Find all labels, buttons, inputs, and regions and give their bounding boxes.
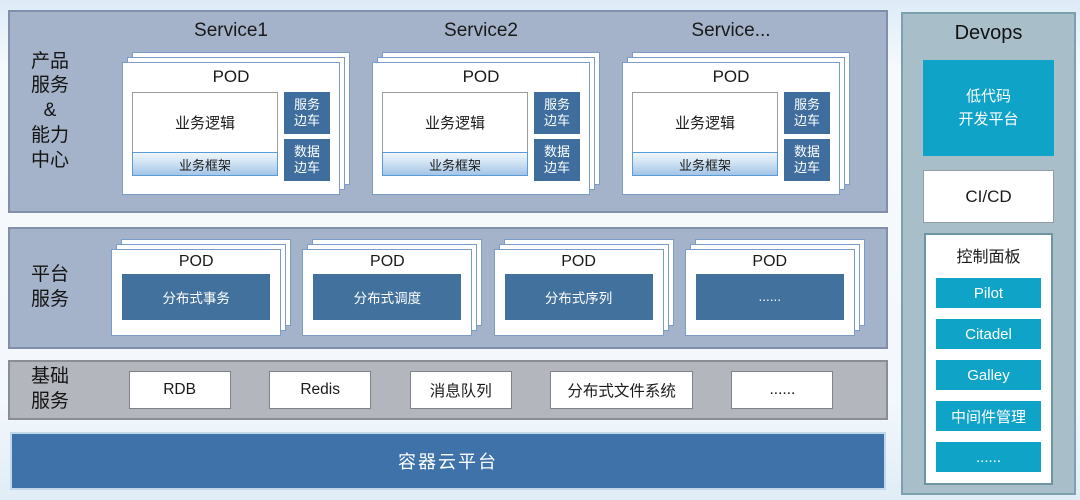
base-services-band: 基础 服务 RDB Redis 消息队列 分布式文件系统 ...... <box>8 360 888 420</box>
devops-title: Devops <box>954 22 1023 44</box>
pod-title: POD <box>712 67 750 86</box>
pod-title: POD <box>752 252 788 270</box>
more-services-bar: ...... <box>695 273 844 320</box>
logic-column: 业务逻辑 业务框架 <box>382 92 528 181</box>
distributed-filesystem-box: 分布式文件系统 <box>550 371 693 409</box>
control-panel-title: 控制面板 <box>956 249 1021 266</box>
service-cluster-1: Service1 POD 业务逻辑 业务框架 服务 边车 <box>122 20 350 195</box>
pod-body: 业务逻辑 业务框架 服务 边车 数据 边车 <box>373 92 589 181</box>
more-box: ...... <box>936 442 1041 472</box>
data-sidecar-box: 数据 边车 <box>284 139 330 181</box>
business-framework-bar: 业务框架 <box>132 152 278 176</box>
business-logic-box: 业务逻辑 <box>132 92 278 153</box>
business-framework-bar: 业务框架 <box>382 152 528 176</box>
lowcode-platform-box: 低代码 开发平台 <box>923 60 1054 156</box>
platform-pod-card: POD 分布式调度 <box>302 248 473 336</box>
business-logic-box: 业务逻辑 <box>632 92 778 153</box>
pod-title: POD <box>370 252 405 270</box>
citadel-box: Citadel <box>936 319 1041 349</box>
product-services-band: 产品 服务 & 能力 中心 Service1 POD 业务逻辑 业务框架 <box>8 10 888 213</box>
platform-services-band: 平台 服务 POD 分布式事务 POD 分布式调度 <box>8 227 888 349</box>
service-cluster-2: Service2 POD 业务逻辑 业务框架 服务 边车 <box>372 20 600 195</box>
base-services-label: 基础 服务 <box>30 366 69 412</box>
middleware-management-box: 中间件管理 <box>936 401 1041 431</box>
sidecar-column: 服务 边车 数据 边车 <box>284 92 330 181</box>
service-title: Service... <box>691 20 771 41</box>
service-sidecar-box: 服务 边车 <box>784 92 830 134</box>
data-sidecar-box: 数据 边车 <box>784 139 830 181</box>
logic-column: 业务逻辑 业务框架 <box>132 92 278 181</box>
service-title: Service2 <box>444 20 518 41</box>
pilot-box: Pilot <box>936 278 1041 308</box>
platform-services-label: 平台 服务 <box>30 264 69 310</box>
service-sidecar-box: 服务 边车 <box>284 92 330 134</box>
container-cloud-platform-bar: 容器云平台 <box>10 432 886 490</box>
rdb-box: RDB <box>128 371 231 409</box>
service-title: Service1 <box>194 20 268 41</box>
pod-card: POD 业务逻辑 业务框架 服务 边车 数据 边车 <box>622 62 840 195</box>
pod-card: POD 业务逻辑 业务框架 服务 边车 数据 边车 <box>372 62 590 195</box>
platform-pod-card: POD 分布式事务 <box>111 248 282 336</box>
pod-title: POD <box>178 252 214 270</box>
sidecar-column: 服务 边车 数据 边车 <box>784 92 830 181</box>
pod-title: POD <box>462 67 500 86</box>
platform-pod-group: POD 分布式事务 POD 分布式调度 POD 分布式序列 <box>90 229 886 347</box>
pod-stack: POD 业务逻辑 业务框架 服务 边车 数据 边车 <box>122 52 350 195</box>
redis-box: Redis <box>269 371 372 409</box>
cicd-box: CI/CD <box>923 170 1054 223</box>
distributed-transaction-bar: 分布式事务 <box>122 273 271 320</box>
business-logic-box: 业务逻辑 <box>382 92 528 153</box>
pod-card: POD 业务逻辑 业务框架 服务 边车 数据 边车 <box>122 62 340 195</box>
pod-title: POD <box>212 67 250 86</box>
control-panel: 控制面板 Pilot Citadel Galley 中间件管理 ...... <box>924 233 1053 485</box>
business-framework-bar: 业务框架 <box>632 152 778 176</box>
platform-pod-stack: POD 分布式序列 <box>493 238 674 336</box>
pod-stack: POD 业务逻辑 业务框架 服务 边车 数据 边车 <box>622 52 850 195</box>
platform-pod-stack: POD ...... <box>684 238 865 336</box>
pod-stack: POD 业务逻辑 业务框架 服务 边车 数据 边车 <box>372 52 600 195</box>
base-services-group: RDB Redis 消息队列 分布式文件系统 ...... <box>90 362 886 418</box>
platform-pod-card: POD 分布式序列 <box>493 248 664 336</box>
distributed-scheduling-bar: 分布式调度 <box>313 273 462 320</box>
product-services-label: 产品 服务 & 能力 中心 <box>30 50 69 171</box>
service-sidecar-box: 服务 边车 <box>534 92 580 134</box>
sidecar-column: 服务 边车 数据 边车 <box>534 92 580 181</box>
data-sidecar-box: 数据 边车 <box>534 139 580 181</box>
platform-pod-stack: POD 分布式事务 <box>111 238 292 336</box>
galley-box: Galley <box>936 360 1041 390</box>
devops-panel: Devops 低代码 开发平台 CI/CD 控制面板 Pilot Citadel… <box>901 12 1076 495</box>
more-box: ...... <box>731 371 834 409</box>
logic-column: 业务逻辑 业务框架 <box>632 92 778 181</box>
pod-title: POD <box>561 252 596 270</box>
platform-pod-stack: POD 分布式调度 <box>302 238 483 336</box>
pod-body: 业务逻辑 业务框架 服务 边车 数据 边车 <box>623 92 839 181</box>
pod-body: 业务逻辑 业务框架 服务 边车 数据 边车 <box>123 92 339 181</box>
distributed-sequence-bar: 分布式序列 <box>504 273 653 320</box>
service-group: Service1 POD 业务逻辑 业务框架 服务 边车 <box>90 12 886 211</box>
message-queue-box: 消息队列 <box>409 371 512 409</box>
service-cluster-3: Service... POD 业务逻辑 业务框架 服务 边车 <box>622 20 850 195</box>
platform-pod-card: POD ...... <box>684 248 855 336</box>
